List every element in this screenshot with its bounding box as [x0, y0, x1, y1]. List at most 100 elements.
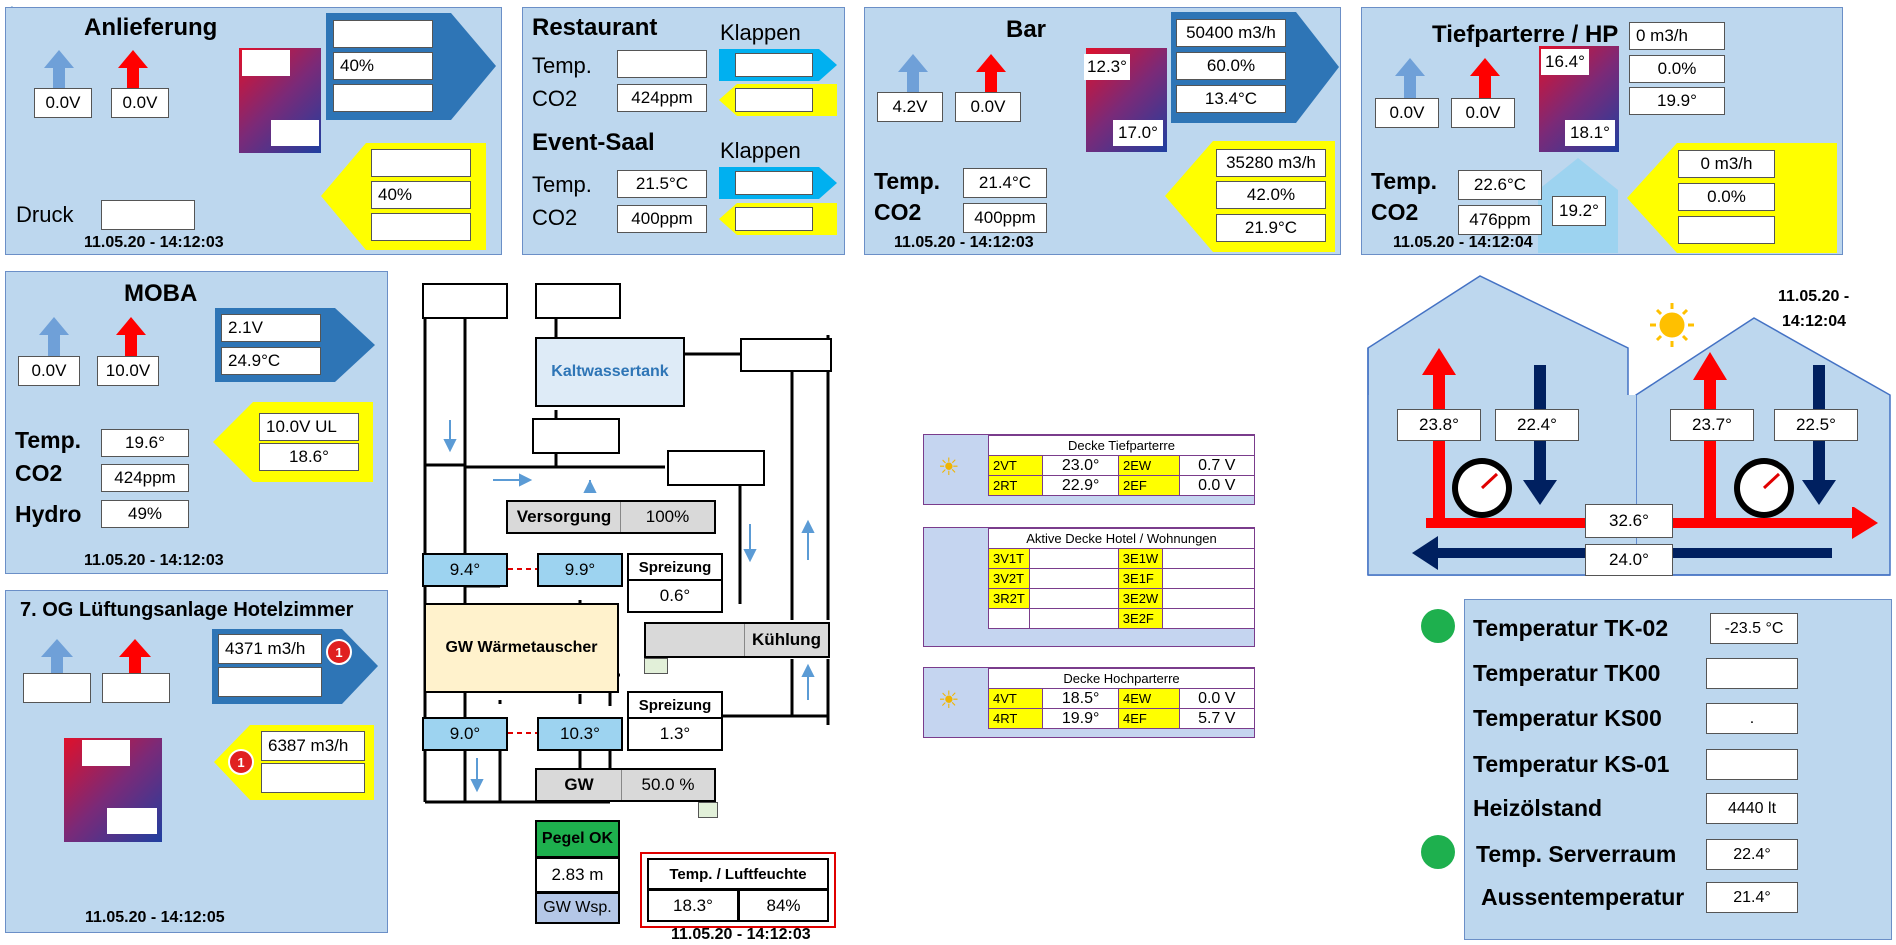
event-klappen-supply-value [735, 171, 813, 195]
temp-row-value: 4440 lt [1706, 793, 1798, 824]
co2-label: CO2 [1371, 199, 1419, 225]
temp-row-label: Temperatur TK-02 [1473, 615, 1669, 641]
exhaust-value-1: 0 m3/h [1678, 150, 1775, 178]
event-co2-label: CO2 [532, 205, 578, 230]
kuehlung-label: Kühlung [752, 630, 821, 649]
temp-row-label: Temperatur KS-01 [1473, 751, 1670, 777]
gw-waermetauscher: GW Wärmetauscher [424, 603, 619, 693]
supply-value-2: 40% [333, 52, 433, 80]
og7-title: 7. OG Lüftungsanlage Hotelzimmer [20, 599, 354, 621]
exhaust-value-1 [371, 149, 471, 177]
table-title: Decke Tiefparterre [988, 435, 1255, 456]
intake-voltage: 0.0V [34, 88, 92, 118]
temp-label: Temp. [874, 168, 941, 194]
temp-t3: 9.0° [422, 717, 508, 751]
kuehlung-bar: Kühlung [644, 622, 830, 658]
temp-label: Temp. [15, 427, 82, 453]
temp-value: 22.6°C [1458, 170, 1542, 200]
intake-voltage: 0.0V [1375, 98, 1439, 128]
supply-value-2: 24.9°C [221, 347, 321, 375]
event-temp-label: Temp. [532, 172, 592, 197]
supply-value-1: 4371 m3/h [218, 634, 322, 664]
hx-bottom-value [107, 808, 157, 834]
exhaust-value [102, 673, 170, 703]
supply-value-2 [218, 667, 322, 697]
timestamp: 11.05.20 - 14:12:03 [84, 234, 224, 251]
tl-temp: 18.3° [647, 889, 739, 922]
exhaust-value-2: 18.6° [259, 443, 359, 471]
timestamp: 11.05.20 - 14:12:05 [85, 909, 225, 926]
intake-arrow-icon [39, 317, 69, 359]
co2-value: 424ppm [101, 464, 189, 492]
diagram-box-2 [535, 283, 621, 319]
temp-row-value: 21.4° [1706, 882, 1798, 913]
spreizung2-label: Spreizung [627, 691, 723, 719]
exhaust-voltage: 0.0V [1451, 98, 1515, 128]
panel-og7: 7. OG Lüftungsanlage Hotelzimmer 4371 m3… [5, 590, 388, 933]
diagram-box-4 [532, 418, 620, 454]
supply-value-2: 60.0% [1176, 52, 1286, 80]
hx-bottom-value: 17.0° [1113, 120, 1163, 146]
intake-voltage: 0.0V [18, 356, 80, 386]
supply-value-2: 0.0% [1629, 55, 1725, 83]
temp-row-label: Aussentemperatur [1481, 884, 1685, 910]
panel-bar: Bar 4.2V 0.0V 12.3° 17.0° 50400 m3/h 60.… [864, 7, 1341, 255]
h1-supply-arrow [1422, 348, 1456, 520]
kuehlung-indicator [644, 658, 668, 674]
temp-row-label: Heizölstand [1473, 795, 1603, 821]
table-row: 3E2F [988, 608, 1255, 629]
timestamp: 11.05.20 - 14:12:04 [1393, 234, 1533, 251]
temp-value [617, 50, 707, 78]
hydro-value: 49% [101, 500, 189, 528]
hx-bottom-value [271, 120, 319, 146]
exhaust-alarm-badge: 1 [228, 749, 254, 775]
temp-row-label: Temperatur KS00 [1473, 705, 1662, 731]
event-co2-value: 400ppm [617, 205, 707, 233]
supply-value-1 [333, 20, 433, 48]
main-return-temp: 24.0° [1585, 544, 1673, 576]
exhaust-value-3: 21.9°C [1216, 214, 1326, 242]
h2-supply-temp: 23.7° [1670, 409, 1754, 441]
house-2 [1635, 317, 1891, 576]
co2-label: CO2 [15, 460, 63, 486]
versorgung-value: 100% [645, 507, 690, 526]
panel-title: Anlieferung [84, 14, 218, 41]
temp-t2: 9.9° [537, 553, 623, 587]
temp-row-value: 22.4° [1706, 839, 1798, 870]
diagram-box-5 [667, 450, 765, 486]
supply-value-3 [333, 84, 433, 112]
spreizung1-value: 0.6° [627, 579, 723, 613]
exhaust-arrow-icon [976, 54, 1006, 96]
hydro-label: Hydro [15, 501, 82, 527]
druck-label: Druck [16, 202, 74, 227]
co2-label: CO2 [874, 199, 922, 225]
temp-value: 19.6° [101, 429, 189, 457]
timestamp: 11.05.20 - 14:12:03 [894, 234, 1034, 251]
klappen-label: Klappen [720, 20, 801, 45]
timestamp: 11.05.20 - 14:12:03 [84, 552, 224, 569]
temp-row-value [1706, 658, 1798, 689]
temperature-panel [1464, 599, 1892, 940]
diagram-box-3 [740, 338, 832, 372]
gauge-icon [1452, 458, 1512, 518]
druck-value [101, 200, 195, 230]
exhaust-voltage: 10.0V [97, 356, 159, 386]
co2-label: CO2 [532, 86, 578, 111]
event-klappen-label: Klappen [720, 138, 801, 163]
h1-supply-temp: 23.8° [1397, 409, 1481, 441]
main-supply-temp: 32.6° [1585, 504, 1673, 538]
temp-row-label: Temperatur TK00 [1473, 660, 1661, 686]
diagram-timestamp: 11.05.20 - 14:12:03 [671, 926, 811, 943]
sun-icon [1650, 303, 1694, 347]
gw-label: GW [537, 770, 622, 800]
temp-row-value: . [1706, 703, 1798, 734]
exhaust-value-2 [261, 763, 365, 793]
exhaust-value-1: 6387 m3/h [261, 731, 365, 761]
